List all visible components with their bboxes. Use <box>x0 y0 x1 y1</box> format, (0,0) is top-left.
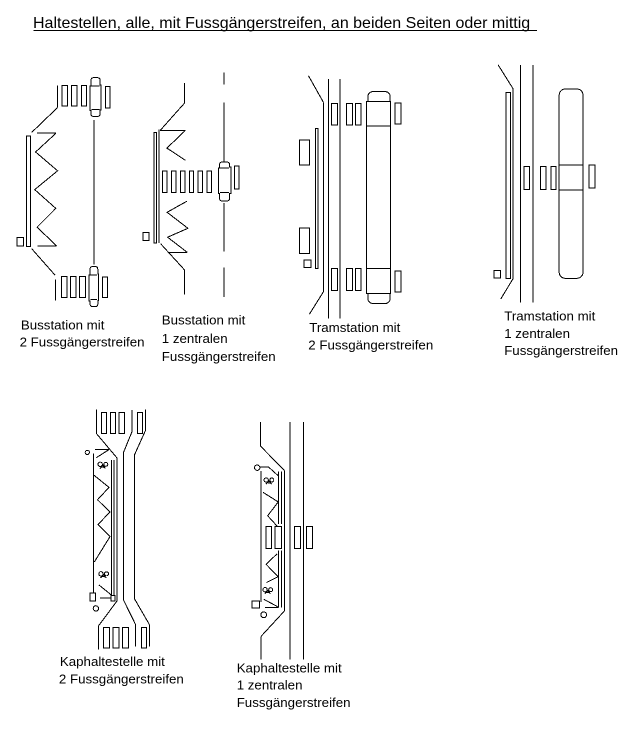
svg-text:2 Fussgängerstreifen: 2 Fussgängerstreifen <box>20 335 145 350</box>
svg-text:1 zentralen: 1 zentralen <box>504 326 570 341</box>
svg-text:1 zentralen: 1 zentralen <box>162 331 228 346</box>
svg-text:Fussgängerstreifen: Fussgängerstreifen <box>237 695 351 710</box>
svg-text:2 Fussgängerstreifen: 2 Fussgängerstreifen <box>308 337 433 352</box>
svg-text:Kaphaltestelle mit: Kaphaltestelle mit <box>60 654 165 669</box>
svg-text:Tramstation mit: Tramstation mit <box>504 309 595 324</box>
svg-text:Tramstation mit: Tramstation mit <box>309 320 400 335</box>
svg-text:Busstation mit: Busstation mit <box>162 312 246 327</box>
svg-text:2 Fussgängerstreifen: 2 Fussgängerstreifen <box>59 672 184 687</box>
svg-text:Haltestellen, alle, mit Fussgä: Haltestellen, alle, mit Fussgängerstreif… <box>33 15 530 32</box>
svg-text:Busstation mit: Busstation mit <box>21 317 105 332</box>
svg-text:1 zentralen: 1 zentralen <box>237 678 303 693</box>
svg-text:Fussgängerstreifen: Fussgängerstreifen <box>162 349 276 364</box>
svg-text:Kaphaltestelle mit: Kaphaltestelle mit <box>237 660 342 675</box>
svg-text:Fussgängerstreifen: Fussgängerstreifen <box>504 343 618 358</box>
